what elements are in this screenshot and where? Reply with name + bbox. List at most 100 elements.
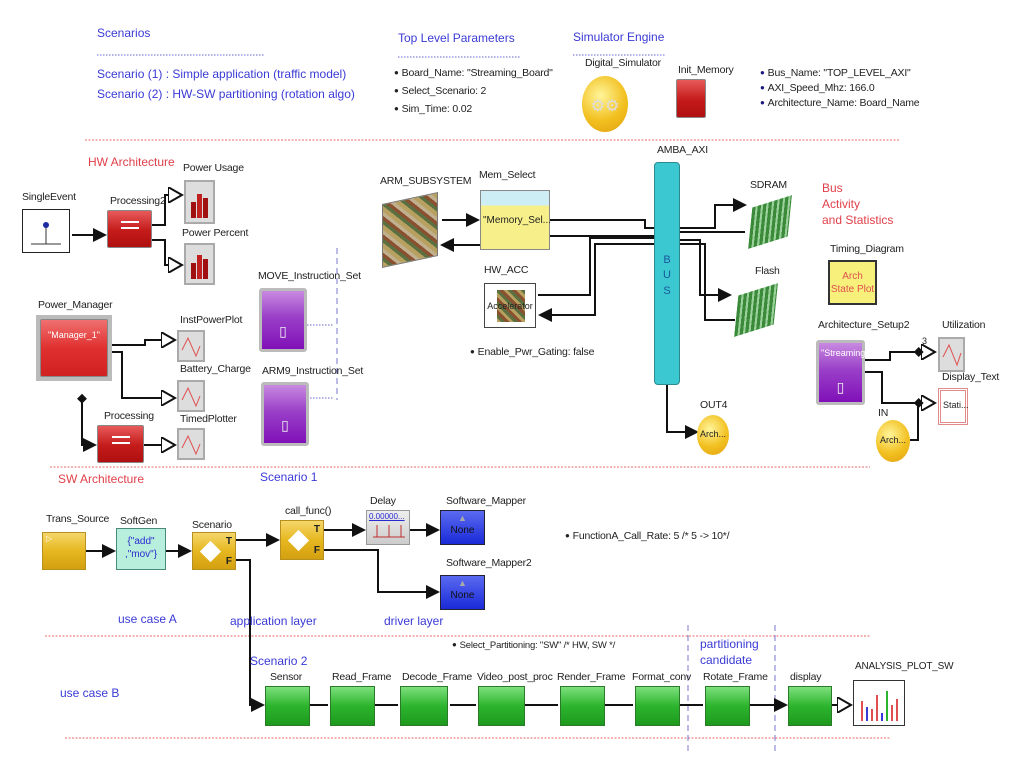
flash-label: Flash [755, 265, 780, 277]
partitioning-candidate-label: partitioning candidate [700, 637, 759, 667]
in-port[interactable]: Arch... [876, 420, 910, 462]
timed-plotter-label: TimedPlotter [180, 413, 237, 425]
timing-diagram-label: Timing_Diagram [830, 243, 904, 255]
power-manager-value: "Manager_1" [48, 330, 100, 340]
display-text-block[interactable]: Stati... [938, 388, 969, 425]
processing-block[interactable] [97, 425, 144, 463]
power-percent-label: Power Percent [182, 227, 249, 239]
move-isa-block[interactable]: ▯ [259, 288, 307, 352]
param-select-scenario[interactable]: Select_Scenario: 2 [394, 86, 487, 97]
port-false: F [313, 545, 320, 556]
event-stem-icon [31, 222, 61, 245]
software-mapper2-block[interactable]: ▲None [440, 575, 485, 610]
inst-power-plot-label: InstPowerPlot [180, 314, 243, 326]
param-board-name[interactable]: Board_Name: "Streaming_Board" [394, 68, 553, 79]
param-sim-time[interactable]: Sim_Time: 0.02 [394, 104, 473, 115]
menu-icon [112, 436, 130, 444]
in-port-value: Arch... [879, 435, 906, 445]
arm9-isa-block[interactable]: ▯ [261, 382, 309, 446]
softgen-block[interactable]: {"add" ,"mov"} [116, 528, 166, 570]
param-function-call-rate[interactable]: FunctionA_Call_Rate: 5 /* 5 -> 10*/ [565, 531, 730, 542]
battery-charge-label: Battery_Charge [180, 363, 251, 375]
hw-acc-label: HW_ACC [484, 264, 529, 276]
use-case-b-label: use case B [60, 686, 120, 700]
diamond-icon [199, 540, 222, 563]
document-icon: ▯ [836, 379, 845, 395]
arch-setup2-value: "Streaming... [821, 348, 873, 358]
pipeline-label-read-frame: Read_Frame [332, 671, 392, 683]
top-params-title: Top Level Parameters [398, 31, 515, 45]
analysis-plot-block[interactable] [853, 680, 905, 726]
pipeline-block-decode-frame[interactable] [400, 686, 448, 726]
sw-architecture-title: SW Architecture [58, 472, 145, 486]
param-enable-pwr-gating[interactable]: Enable_Pwr_Gating: false [470, 347, 595, 358]
out4-port[interactable]: Arch... [697, 415, 729, 455]
power-percent-plot[interactable] [184, 243, 215, 285]
init-memory-label: Init_Memory [678, 64, 734, 76]
mem-select-label: Mem_Select [479, 169, 536, 181]
scenario-2-text: Scenario (2) : HW-SW partitioning (rotat… [97, 87, 355, 101]
param-axi-speed[interactable]: AXI_Speed_Mhz: 166.0 [760, 83, 875, 94]
hw-acc-value: Accelerator [487, 301, 533, 311]
delay-block[interactable]: 0.00000... [366, 510, 410, 545]
battery-charge-plot[interactable] [177, 380, 205, 412]
timing-diagram-block[interactable]: Arch State Plot [828, 260, 877, 305]
digital-simulator-director[interactable]: ⚙⚙ [582, 76, 628, 132]
triangle-icon: ▲ [458, 513, 467, 523]
param-bus-name[interactable]: Bus_Name: "TOP_LEVEL_AXI" [760, 68, 911, 79]
inst-power-plot[interactable] [177, 330, 205, 362]
scenario-1-text: Scenario (1) : Simple application (traff… [97, 67, 347, 81]
pipeline-block-format-conv[interactable] [635, 686, 680, 726]
pipeline-block-rotate-frame[interactable] [705, 686, 750, 726]
utilization-plot[interactable] [938, 337, 965, 372]
scenarios-title: Scenarios [97, 26, 151, 40]
use-case-a-label: use case A [118, 612, 177, 626]
driver-layer-label: driver layer [384, 614, 444, 628]
analysis-plot-label: ANALYSIS_PLOT_SW [855, 661, 954, 672]
bus-text: BUS [663, 254, 671, 297]
waveform-icon [181, 386, 201, 408]
pipeline-block-video-post-proc[interactable] [478, 686, 525, 726]
software-mapper2-label: Software_Mapper2 [446, 557, 532, 569]
amba-axi-bus[interactable]: BUS [654, 162, 680, 385]
arch-setup2-block[interactable]: "Streaming... ▯ [816, 340, 873, 405]
board-icon [497, 290, 525, 322]
single-event-block[interactable] [22, 209, 70, 253]
softgen-label: SoftGen [120, 515, 158, 527]
arm-subsystem-block[interactable] [382, 192, 438, 268]
pipeline-label-render-frame: Render_Frame [557, 671, 626, 683]
timed-plotter[interactable] [177, 428, 205, 460]
display-text-label: Display_Text [942, 371, 1000, 383]
waveform-icon [942, 343, 962, 367]
diamond-icon [287, 529, 310, 552]
hw-acc-block[interactable]: Accelerator [484, 283, 536, 328]
power-usage-plot[interactable] [184, 180, 215, 224]
param-select-partitioning[interactable]: Select_Partitioning: "SW" /* HW, SW */ [452, 641, 616, 651]
call-func-label: call_func() [285, 505, 332, 517]
mem-select-block[interactable]: "Memory_Sel... [480, 190, 551, 250]
trans-source-block[interactable]: ▷ [42, 532, 86, 570]
software-mapper2-value: None [450, 590, 475, 601]
power-manager-block[interactable]: "Manager_1" [36, 315, 112, 381]
waveform-icon [181, 434, 201, 456]
software-mapper-label: Software_Mapper [446, 495, 526, 507]
init-memory-block[interactable] [676, 79, 706, 118]
pipeline-block-render-frame[interactable] [560, 686, 605, 726]
software-mapper-block[interactable]: ▲None [440, 510, 485, 545]
out4-label: OUT4 [700, 399, 728, 411]
port-false: F [225, 556, 232, 567]
in-port-label: IN [878, 407, 889, 419]
processing2-label: Processing2 [110, 195, 166, 207]
pipeline-block-display[interactable] [788, 686, 832, 726]
menu-icon [121, 221, 139, 229]
out4-value: Arch... [699, 429, 726, 439]
param-architecture-name[interactable]: Architecture_Name: Board_Name [760, 98, 920, 109]
processing2-block[interactable] [107, 210, 152, 248]
timeline-icon [373, 525, 405, 538]
pipeline-block-sensor[interactable] [265, 686, 310, 726]
move-isa-label: MOVE_Instruction_Set [258, 270, 361, 282]
pipeline-block-read-frame[interactable] [330, 686, 375, 726]
